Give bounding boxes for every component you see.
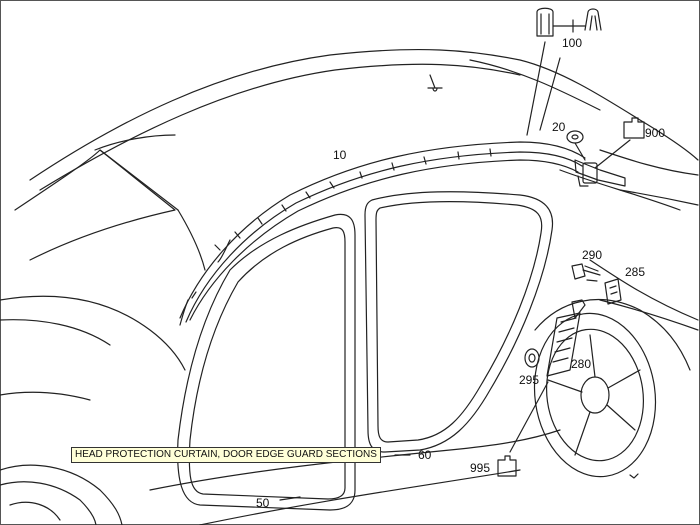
part-995-icon: [497, 455, 517, 477]
callout-290: 290: [582, 248, 602, 262]
plate-part-280: [509, 299, 586, 453]
head-protection-curtain: [179, 141, 626, 326]
cap-part-295: [524, 348, 540, 368]
callout-295: 295: [519, 373, 539, 387]
rear-wheel: [533, 299, 691, 479]
front-wheel: [0, 464, 123, 525]
callout-10: 10: [333, 148, 347, 162]
callout-60: 60: [418, 448, 432, 462]
callout-285: 285: [625, 265, 645, 279]
callout-50: 50: [256, 496, 270, 510]
diagram-caption: HEAD PROTECTION CURTAIN, DOOR EDGE GUARD…: [71, 447, 381, 463]
car-body-outline: [0, 48, 699, 525]
clip-part-100: [526, 7, 602, 136]
front-door-edge-guard: [177, 213, 356, 511]
clip-part-285: [604, 278, 622, 305]
callout-280: 280: [571, 357, 591, 371]
leader-50: [279, 496, 301, 501]
grommet-part-20: [566, 130, 586, 161]
callout-20: 20: [552, 120, 566, 134]
nut-part-900: [594, 117, 645, 169]
rear-door-edge-guard: [364, 191, 554, 453]
callout-900: 900: [645, 126, 665, 140]
bolt-part-290: [571, 263, 601, 282]
callout-995: 995: [470, 461, 490, 475]
callout-100: 100: [562, 36, 582, 50]
